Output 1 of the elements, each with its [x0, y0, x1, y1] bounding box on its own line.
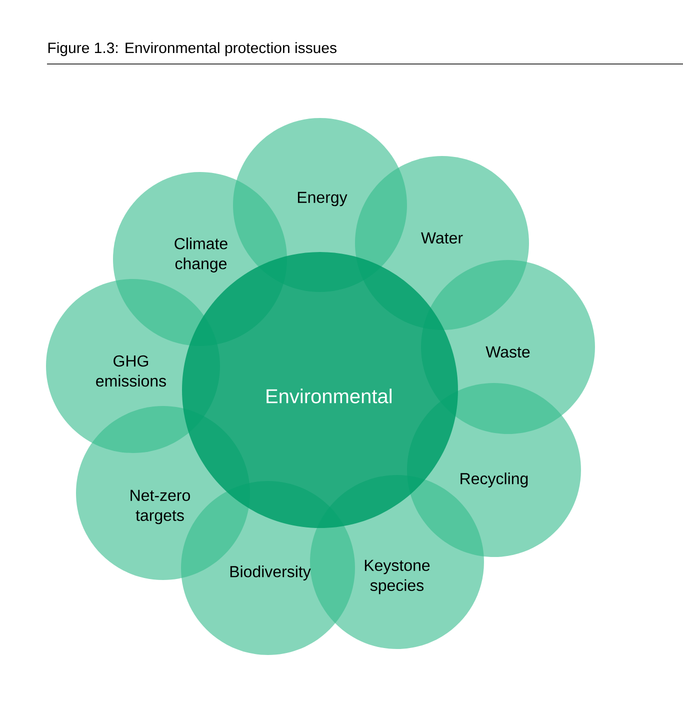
figure-title: Figure 1.3: Environmental protection issues — [48, 42, 336, 56]
